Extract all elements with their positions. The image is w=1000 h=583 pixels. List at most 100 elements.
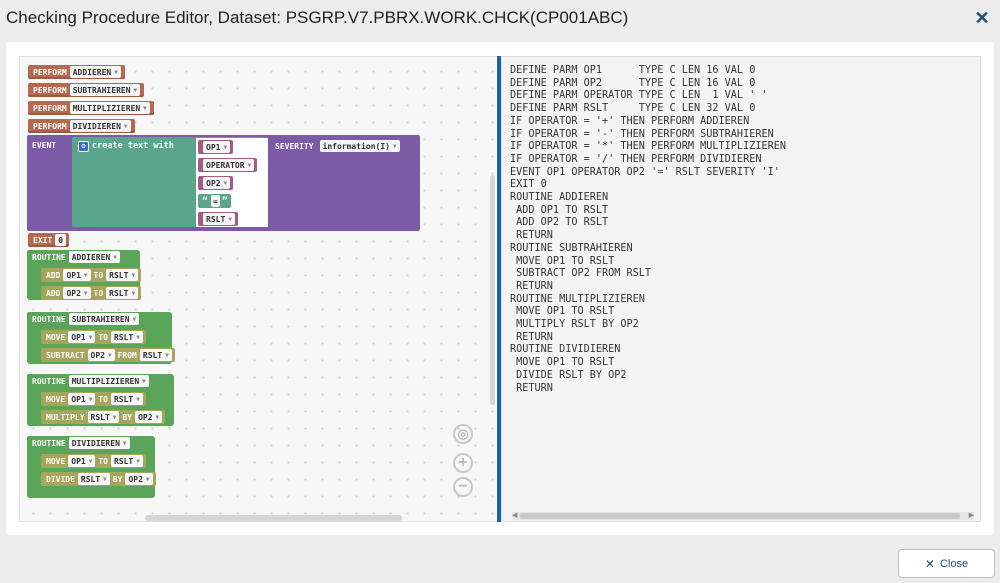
- variable-dropdown[interactable]: OP1▼: [203, 141, 231, 153]
- statement-block[interactable]: MOVE OP1▼ TO RSLT▼: [41, 454, 146, 468]
- operand-dropdown[interactable]: RSLT▼: [139, 349, 172, 361]
- scrollbar-thumb[interactable]: [520, 513, 960, 519]
- code-line: MULTIPLY RSLT BY OP2: [510, 319, 639, 331]
- code-horizontal-scrollbar[interactable]: ◀ ▶: [512, 512, 974, 520]
- chevron-down-icon: ▼: [136, 457, 140, 465]
- chevron-down-icon: ▼: [136, 333, 140, 341]
- routine-name-dropdown[interactable]: DIVIDIEREN▼: [68, 437, 130, 449]
- chevron-down-icon: ▼: [88, 457, 93, 465]
- statement-block[interactable]: ADD OP2▼ TO RSLT▼: [41, 286, 142, 300]
- statement-block[interactable]: DIVIDE RSLT▼ BY OP2▼: [41, 472, 156, 486]
- statement-block[interactable]: MOVE OP1▼ TO RSLT▼: [41, 392, 146, 406]
- routine-name-dropdown[interactable]: SUBTRAHIEREN▼: [68, 313, 140, 325]
- gear-icon[interactable]: ⚙: [78, 141, 89, 152]
- chevron-down-icon: ▼: [88, 395, 93, 403]
- operand-dropdown[interactable]: RSLT▼: [110, 331, 143, 343]
- code-line: ADD OP2 TO RSLT: [510, 217, 609, 229]
- variable-dropdown[interactable]: OPERATOR▼: [203, 159, 255, 171]
- operand: RSLT: [113, 332, 134, 342]
- operand-dropdown[interactable]: RSLT▼: [110, 455, 143, 467]
- variable-block[interactable]: OP1▼: [198, 140, 234, 154]
- recenter-icon[interactable]: ◎: [453, 424, 473, 444]
- operand-dropdown[interactable]: RSLT▼: [77, 473, 110, 485]
- operand-dropdown[interactable]: OP2▼: [63, 287, 91, 299]
- routine-name-dropdown[interactable]: ADDIEREN▼: [68, 251, 120, 263]
- operand-dropdown[interactable]: RSLT▼: [87, 411, 120, 423]
- exit-code-field[interactable]: 0: [55, 234, 67, 246]
- close-button[interactable]: ✕ Close: [898, 549, 995, 578]
- zoom-in-icon[interactable]: +: [453, 453, 473, 473]
- code-line: IF OPERATOR = '*' THEN PERFORM MULTIPLIZ…: [510, 141, 787, 153]
- variable-block[interactable]: RSLT▼: [198, 212, 238, 226]
- severity-field: SEVERITY information(I)▼: [272, 139, 400, 153]
- statement-block[interactable]: SUBTRACT OP2▼ FROM RSLT▼: [41, 348, 175, 362]
- workspace-vertical-scrollbar[interactable]: [490, 175, 495, 405]
- statement-connector: TO: [93, 270, 104, 280]
- statement-keyword: ADD: [46, 288, 61, 298]
- variable-dropdown[interactable]: RSLT▼: [203, 213, 235, 225]
- operand: OP2: [90, 350, 105, 360]
- scroll-left-icon[interactable]: ◀: [512, 512, 518, 519]
- perform-target-dropdown[interactable]: MULTIPLIZIEREN▼: [69, 102, 150, 114]
- operand-dropdown[interactable]: OP1▼: [68, 393, 96, 405]
- routine-header[interactable]: ROUTINE SUBTRAHIEREN▼: [27, 312, 143, 326]
- code-line: MOVE OP1 TO RSLT: [510, 357, 615, 369]
- variable-block[interactable]: OP2▼: [198, 176, 234, 190]
- perform-target-dropdown[interactable]: SUBTRAHIEREN▼: [69, 84, 141, 96]
- statement-connector: TO: [98, 456, 108, 466]
- scroll-right-icon[interactable]: ▶: [968, 512, 974, 519]
- operand-dropdown[interactable]: OP2▼: [87, 349, 115, 361]
- operand: OP1: [66, 270, 81, 280]
- chevron-down-icon: ▼: [113, 253, 117, 261]
- perform-block[interactable]: PERFORM DIVIDIEREN▼: [28, 119, 135, 133]
- severity-dropdown[interactable]: information(I)▼: [319, 140, 400, 152]
- code-line: EXIT 0: [510, 179, 547, 191]
- statement-block[interactable]: ADD OP1▼ TO RSLT▼: [41, 268, 142, 282]
- operand-dropdown[interactable]: OP1▼: [68, 455, 96, 467]
- routine-header[interactable]: ROUTINE MULTIPLIZIEREN▼: [27, 374, 152, 388]
- statement-block[interactable]: MOVE OP1▼ TO RSLT▼: [41, 330, 146, 344]
- chevron-down-icon: ▼: [228, 215, 232, 223]
- perform-block[interactable]: PERFORM SUBTRAHIEREN▼: [28, 83, 145, 97]
- operand-dropdown[interactable]: RSLT▼: [106, 269, 139, 281]
- routine-header[interactable]: ROUTINE DIVIDIEREN▼: [27, 436, 133, 450]
- create-text-label: create text with: [92, 141, 174, 151]
- routine-header[interactable]: ROUTINE ADDIEREN▼: [27, 250, 123, 264]
- blocks-workspace[interactable]: PERFORM ADDIEREN▼ PERFORM SUBTRAHIEREN▼ …: [19, 56, 498, 522]
- event-keyword: EVENT: [32, 141, 57, 150]
- routine-name: MULTIPLIZIEREN: [71, 376, 140, 386]
- code-line: MOVE OP1 TO RSLT: [510, 255, 615, 267]
- string-value[interactable]: =: [211, 195, 220, 207]
- string-literal-block[interactable]: “ = ”: [198, 194, 231, 208]
- variable-dropdown[interactable]: OP2▼: [203, 177, 231, 189]
- variable-block[interactable]: OPERATOR▼: [198, 158, 258, 172]
- perform-block[interactable]: PERFORM MULTIPLIZIEREN▼: [28, 101, 154, 115]
- chevron-down-icon: ▼: [392, 142, 397, 150]
- statement-block[interactable]: MULTIPLY RSLT▼ BY OP2▼: [41, 410, 166, 424]
- zoom-out-icon[interactable]: −: [453, 477, 473, 497]
- perform-target-dropdown[interactable]: DIVIDIEREN▼: [69, 120, 131, 132]
- close-icon[interactable]: ✕: [974, 8, 990, 28]
- code-line: EVENT OP1 OPERATOR OP2 '=' RSLT SEVERITY…: [510, 166, 780, 178]
- routine-name: SUBTRAHIEREN: [71, 314, 130, 324]
- code-line: DEFINE PARM RSLT TYPE C LEN 32 VAL 0: [510, 103, 756, 115]
- operand-dropdown[interactable]: RSLT▼: [106, 287, 139, 299]
- operand-dropdown[interactable]: OP1▼: [63, 269, 91, 281]
- workspace-horizontal-scrollbar[interactable]: [145, 515, 402, 521]
- perform-block[interactable]: PERFORM ADDIEREN▼: [28, 65, 125, 79]
- operand: RSLT: [113, 394, 134, 404]
- code-line: RETURN: [510, 230, 553, 242]
- operand: OP1: [71, 456, 86, 466]
- operand-dropdown[interactable]: OP2▼: [125, 473, 153, 485]
- statement-connector: BY: [112, 474, 123, 484]
- exit-block[interactable]: EXIT 0: [28, 233, 70, 247]
- perform-target-dropdown[interactable]: ADDIEREN▼: [69, 66, 121, 78]
- operand-dropdown[interactable]: OP1▼: [68, 331, 96, 343]
- splitter[interactable]: [497, 56, 501, 522]
- routine-name-dropdown[interactable]: MULTIPLIZIEREN▼: [68, 375, 149, 387]
- operand-dropdown[interactable]: OP2▼: [135, 411, 163, 423]
- code-line: DIVIDE RSLT BY OP2: [510, 369, 627, 381]
- routine-name: ADDIEREN: [71, 252, 111, 262]
- operand-dropdown[interactable]: RSLT▼: [110, 393, 143, 405]
